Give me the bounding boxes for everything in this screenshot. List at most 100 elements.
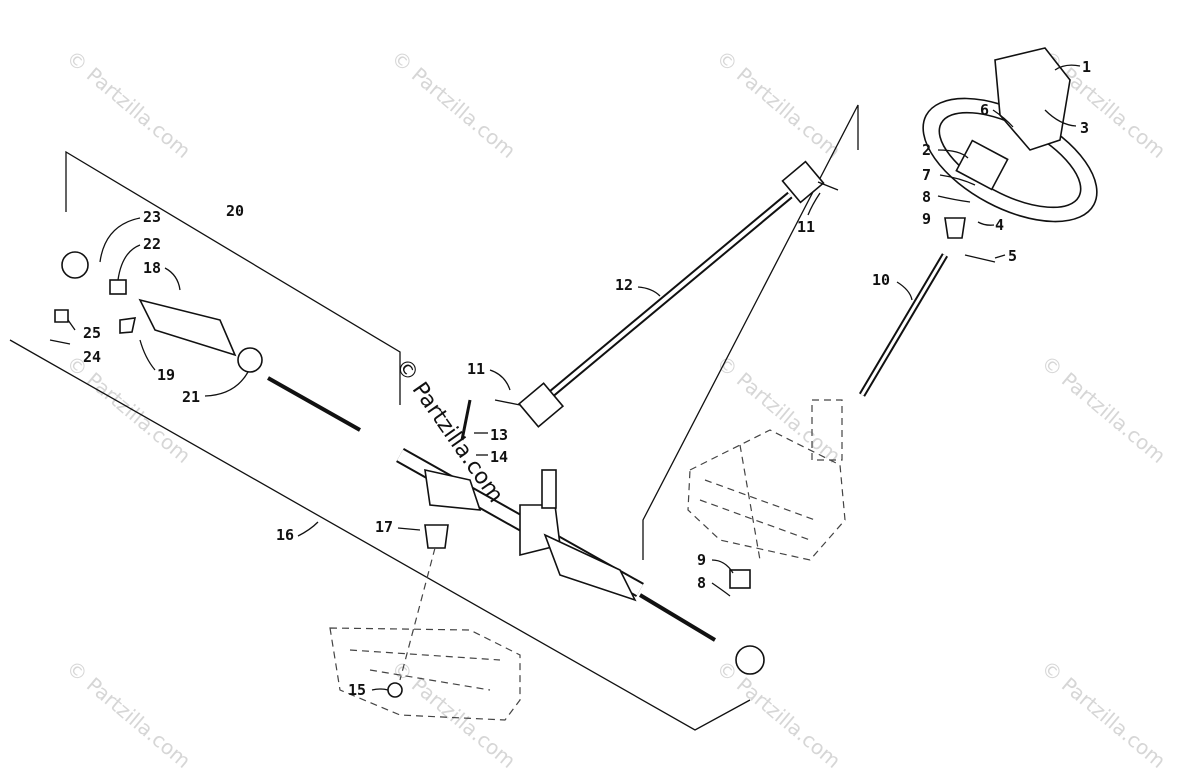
callout-9-lower: 9: [697, 551, 706, 569]
bolt-13: [460, 399, 472, 441]
group-16-frame: [9, 339, 751, 731]
shaft-12-core: [548, 193, 792, 397]
watermark: © Partzilla.com: [62, 45, 196, 163]
watermark: © Partzilla.com: [387, 45, 521, 163]
callout-23: 23: [143, 208, 161, 226]
nut-15: [387, 682, 403, 698]
pedal-frame-holes: [699, 444, 816, 561]
nut-25: [54, 309, 69, 323]
callout-11-upper: 11: [797, 218, 815, 236]
watermark: © Partzilla.com: [712, 350, 846, 468]
jam-nut-22: [109, 279, 127, 295]
leader-9b: [711, 559, 734, 574]
callout-1: 1: [1082, 58, 1091, 76]
callout-13: 13: [490, 426, 508, 444]
callout-8-lower: 8: [697, 574, 706, 592]
callout-25: 25: [83, 324, 101, 342]
leader-6: [992, 109, 1014, 128]
watermark: © Partzilla.com: [1037, 350, 1171, 468]
group-12-frame: [642, 104, 859, 560]
leader-4: [977, 221, 995, 226]
leader-19: [139, 339, 156, 371]
callout-22: 22: [143, 235, 161, 253]
callout-14: 14: [490, 448, 508, 466]
leader-12: [637, 286, 661, 297]
leader-2: [937, 149, 969, 159]
watermark: © Partzilla.com: [62, 655, 196, 771]
bushing-9-lower: [729, 569, 751, 589]
steering-wheel-assembly: [729, 47, 1098, 589]
callout-3: 3: [1080, 119, 1089, 137]
leader-11a: [807, 192, 821, 216]
callout-18: 18: [143, 259, 161, 277]
watermark: © Partzilla.com: [387, 655, 521, 771]
pedal-frame-outline: [687, 429, 846, 561]
callout-8: 8: [922, 188, 931, 206]
leader-1: [1054, 64, 1081, 71]
tie-rod-end-left-23: [61, 251, 89, 279]
lower-frame-detail: [349, 649, 501, 691]
leader-16: [297, 521, 319, 537]
leader-11b: [489, 369, 511, 391]
leader-10: [896, 281, 913, 301]
pin-5: [964, 254, 996, 263]
leader-7: [939, 174, 976, 186]
tie-rod-end-right: [735, 645, 765, 675]
tie-rod-right: [638, 593, 717, 642]
leader-8b: [711, 582, 731, 597]
clamp-21: [237, 347, 263, 373]
clamp-19: [119, 317, 137, 334]
boot-right: [543, 533, 637, 602]
watermark: © Partzilla.com: [62, 350, 196, 468]
leader-15: [371, 688, 389, 691]
pinion-shaft: [541, 469, 557, 509]
callout-20: 20: [226, 202, 244, 220]
callout-24: 24: [83, 348, 101, 366]
steering-rack: [49, 251, 765, 698]
callout-15: 15: [348, 681, 366, 699]
bushing-9-upper: [944, 217, 966, 239]
group-frames: [9, 104, 859, 731]
callout-11-lower: 11: [467, 360, 485, 378]
leader-22: [117, 244, 141, 281]
group-20-frame: [65, 150, 401, 405]
callout-2: 2: [922, 141, 931, 159]
u-joint-upper: [781, 160, 825, 204]
callouts: 1 2 3 4 5 6 7 8 9 10 11 12 11 13 14 15 1…: [83, 58, 1091, 699]
column-mount: [811, 399, 843, 461]
boot-left-18: [138, 298, 237, 357]
callout-10: 10: [872, 271, 890, 289]
callout-9: 9: [922, 210, 931, 228]
tie-rod-left: [267, 376, 361, 432]
callout-21: 21: [182, 388, 200, 406]
lower-frame-outline: [329, 627, 521, 721]
bolt-11-lower: [494, 399, 521, 406]
watermark: © Partzilla.com: [712, 655, 846, 771]
leader-25: [67, 319, 76, 331]
leader-5: [994, 254, 1006, 259]
callout-6: 6: [980, 101, 989, 119]
callout-19: 19: [157, 366, 175, 384]
bushing-17: [424, 524, 449, 549]
watermark: © Partzilla.com: [1037, 655, 1171, 771]
callout-7: 7: [922, 166, 931, 184]
leader-17: [397, 527, 421, 531]
leader-18: [164, 267, 181, 291]
callout-4: 4: [995, 216, 1004, 234]
callout-12: 12: [615, 276, 633, 294]
intermediate-shaft: [494, 160, 839, 428]
mount-line-17: [399, 547, 436, 681]
callout-17: 17: [375, 518, 393, 536]
leader-21: [204, 371, 249, 397]
watermark: © Partzilla.com: [712, 45, 846, 163]
rack-mount-bracket: [424, 468, 482, 511]
leader-3: [1044, 109, 1077, 127]
bolt-11-upper: [817, 181, 839, 191]
leader-lines: [67, 64, 1081, 691]
callout-16: 16: [276, 526, 294, 544]
pin-24: [49, 339, 71, 345]
steering-shaft-10-core: [860, 254, 947, 396]
u-joint-lower: [517, 382, 565, 428]
